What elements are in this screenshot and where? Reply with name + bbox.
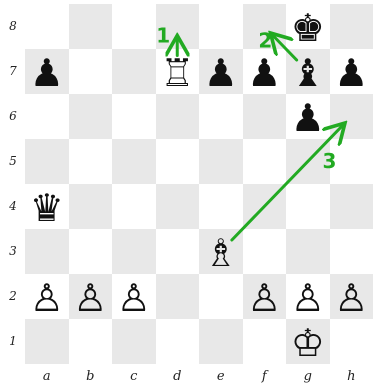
black-pawn-a7[interactable]: ♟	[30, 54, 64, 92]
square-g8[interactable]: ♚	[286, 4, 330, 49]
square-f1[interactable]	[243, 319, 287, 364]
square-h4[interactable]	[330, 184, 374, 229]
rank-label-3: 3	[5, 244, 21, 258]
square-b2[interactable]: ♙	[69, 274, 113, 319]
square-b6[interactable]	[69, 94, 113, 139]
square-g1[interactable]: ♔	[286, 319, 330, 364]
white-pawn-b2[interactable]: ♙	[73, 279, 107, 317]
rank-label-2: 2	[5, 289, 21, 303]
square-f7[interactable]: ♟	[243, 49, 287, 94]
white-pawn-c2[interactable]: ♙	[117, 279, 151, 317]
square-e8[interactable]	[199, 4, 243, 49]
square-e3[interactable]: ♗	[199, 229, 243, 274]
black-queen-a4[interactable]: ♛	[30, 189, 64, 227]
file-label-c: c	[112, 369, 156, 384]
file-label-a: a	[25, 369, 69, 384]
white-pawn-h2[interactable]: ♙	[334, 279, 368, 317]
square-d4[interactable]	[156, 184, 200, 229]
black-pawn-g6[interactable]: ♟	[291, 99, 325, 137]
square-e7[interactable]: ♟	[199, 49, 243, 94]
black-pawn-f7[interactable]: ♟	[247, 54, 281, 92]
square-f3[interactable]	[243, 229, 287, 274]
white-king-g1[interactable]: ♔	[291, 324, 325, 362]
square-c2[interactable]: ♙	[112, 274, 156, 319]
square-g4[interactable]	[286, 184, 330, 229]
square-a2[interactable]: ♙	[25, 274, 69, 319]
square-c8[interactable]	[112, 4, 156, 49]
black-king-g8[interactable]: ♚	[291, 9, 325, 47]
square-h1[interactable]	[330, 319, 374, 364]
square-h5[interactable]	[330, 139, 374, 184]
square-h8[interactable]	[330, 4, 374, 49]
square-d6[interactable]	[156, 94, 200, 139]
chess-board: ♚♟♖♟♟♝♟♟♛♗♙♙♙♙♙♙♔	[25, 4, 373, 364]
square-b3[interactable]	[69, 229, 113, 274]
square-a6[interactable]	[25, 94, 69, 139]
square-a7[interactable]: ♟	[25, 49, 69, 94]
square-d1[interactable]	[156, 319, 200, 364]
black-pawn-h7[interactable]: ♟	[334, 54, 368, 92]
square-c7[interactable]	[112, 49, 156, 94]
square-h2[interactable]: ♙	[330, 274, 374, 319]
square-d7[interactable]: ♖	[156, 49, 200, 94]
square-f4[interactable]	[243, 184, 287, 229]
square-b1[interactable]	[69, 319, 113, 364]
square-a3[interactable]	[25, 229, 69, 274]
file-label-b: b	[69, 369, 113, 384]
rank-label-7: 7	[5, 64, 21, 78]
square-e1[interactable]	[199, 319, 243, 364]
rank-label-8: 8	[5, 19, 21, 33]
square-g5[interactable]	[286, 139, 330, 184]
square-g2[interactable]: ♙	[286, 274, 330, 319]
square-d8[interactable]	[156, 4, 200, 49]
square-b5[interactable]	[69, 139, 113, 184]
rank-label-6: 6	[5, 109, 21, 123]
square-b7[interactable]	[69, 49, 113, 94]
square-a5[interactable]	[25, 139, 69, 184]
square-g6[interactable]: ♟	[286, 94, 330, 139]
square-h6[interactable]	[330, 94, 374, 139]
square-e2[interactable]	[199, 274, 243, 319]
rank-label-4: 4	[5, 199, 21, 213]
square-f6[interactable]	[243, 94, 287, 139]
square-c3[interactable]	[112, 229, 156, 274]
square-b8[interactable]	[69, 4, 113, 49]
square-g7[interactable]: ♝	[286, 49, 330, 94]
square-e5[interactable]	[199, 139, 243, 184]
square-f5[interactable]	[243, 139, 287, 184]
black-pawn-e7[interactable]: ♟	[204, 54, 238, 92]
square-c6[interactable]	[112, 94, 156, 139]
square-a4[interactable]: ♛	[25, 184, 69, 229]
square-d3[interactable]	[156, 229, 200, 274]
square-e6[interactable]	[199, 94, 243, 139]
square-c5[interactable]	[112, 139, 156, 184]
white-pawn-g2[interactable]: ♙	[291, 279, 325, 317]
square-f2[interactable]: ♙	[243, 274, 287, 319]
file-label-g: g	[286, 369, 330, 384]
square-d5[interactable]	[156, 139, 200, 184]
file-label-e: e	[199, 369, 243, 384]
square-a8[interactable]	[25, 4, 69, 49]
square-b4[interactable]	[69, 184, 113, 229]
rank-label-1: 1	[5, 334, 21, 348]
square-c4[interactable]	[112, 184, 156, 229]
square-d2[interactable]	[156, 274, 200, 319]
rank-label-5: 5	[5, 154, 21, 168]
white-pawn-a2[interactable]: ♙	[30, 279, 64, 317]
square-c1[interactable]	[112, 319, 156, 364]
square-h7[interactable]: ♟	[330, 49, 374, 94]
white-rook-d7[interactable]: ♖	[160, 54, 194, 92]
square-h3[interactable]	[330, 229, 374, 274]
file-label-f: f	[243, 369, 287, 384]
file-label-d: d	[156, 369, 200, 384]
square-a1[interactable]	[25, 319, 69, 364]
white-pawn-f2[interactable]: ♙	[247, 279, 281, 317]
black-bishop-g7[interactable]: ♝	[291, 54, 325, 92]
square-g3[interactable]	[286, 229, 330, 274]
file-label-h: h	[330, 369, 374, 384]
square-f8[interactable]	[243, 4, 287, 49]
white-bishop-e3[interactable]: ♗	[204, 234, 238, 272]
square-e4[interactable]	[199, 184, 243, 229]
